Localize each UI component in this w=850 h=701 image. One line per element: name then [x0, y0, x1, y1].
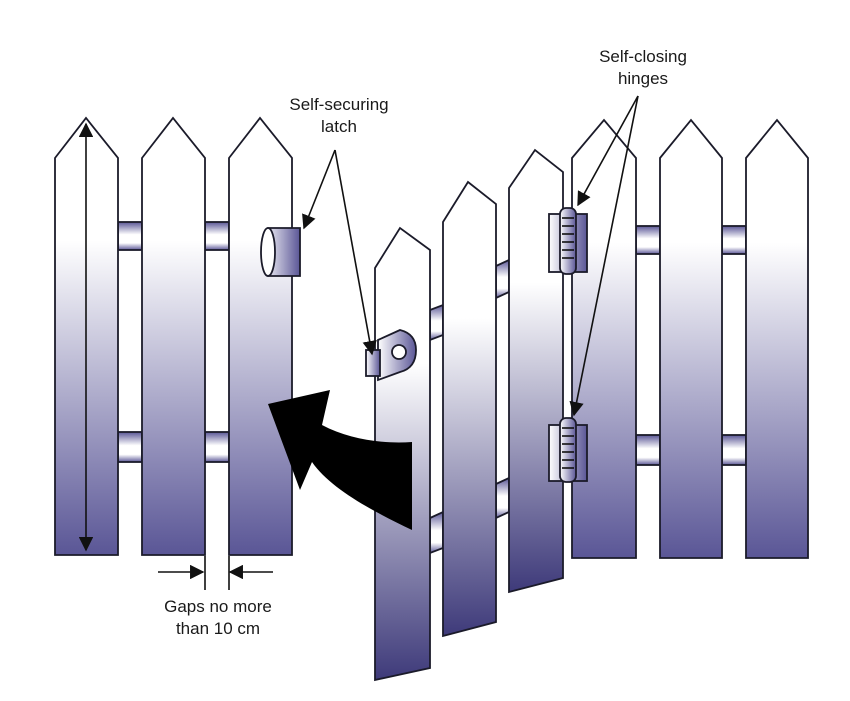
hinges-label-line2: hinges	[618, 69, 668, 88]
latch-leaders	[302, 149, 377, 356]
gap-indicator	[158, 556, 273, 590]
latch-label-line2: latch	[321, 117, 357, 136]
gap-label-line2: than 10 cm	[176, 619, 260, 638]
hinge-top	[548, 207, 588, 275]
right-fence	[571, 118, 809, 559]
latch-receiver	[260, 227, 301, 277]
hinge-leaders	[569, 95, 639, 417]
right-picket-2	[659, 118, 723, 559]
left-fence-rails	[117, 221, 230, 463]
left-picket-2	[141, 116, 206, 556]
left-fence	[54, 116, 293, 556]
gate	[374, 148, 564, 682]
gate-swing-arrow	[268, 390, 412, 530]
right-picket-3	[745, 118, 809, 559]
latch-label-line1: Self-securing	[289, 95, 388, 114]
left-picket-3	[228, 116, 293, 556]
hinge-bottom	[548, 417, 588, 483]
gate-picket-2	[442, 180, 497, 638]
gap-label-line1: Gaps no more	[164, 597, 272, 616]
hinges-label-line1: Self-closing	[599, 47, 687, 66]
right-fence-rails	[635, 225, 747, 466]
latch-gate-part	[365, 329, 417, 382]
right-picket-1	[571, 118, 637, 559]
